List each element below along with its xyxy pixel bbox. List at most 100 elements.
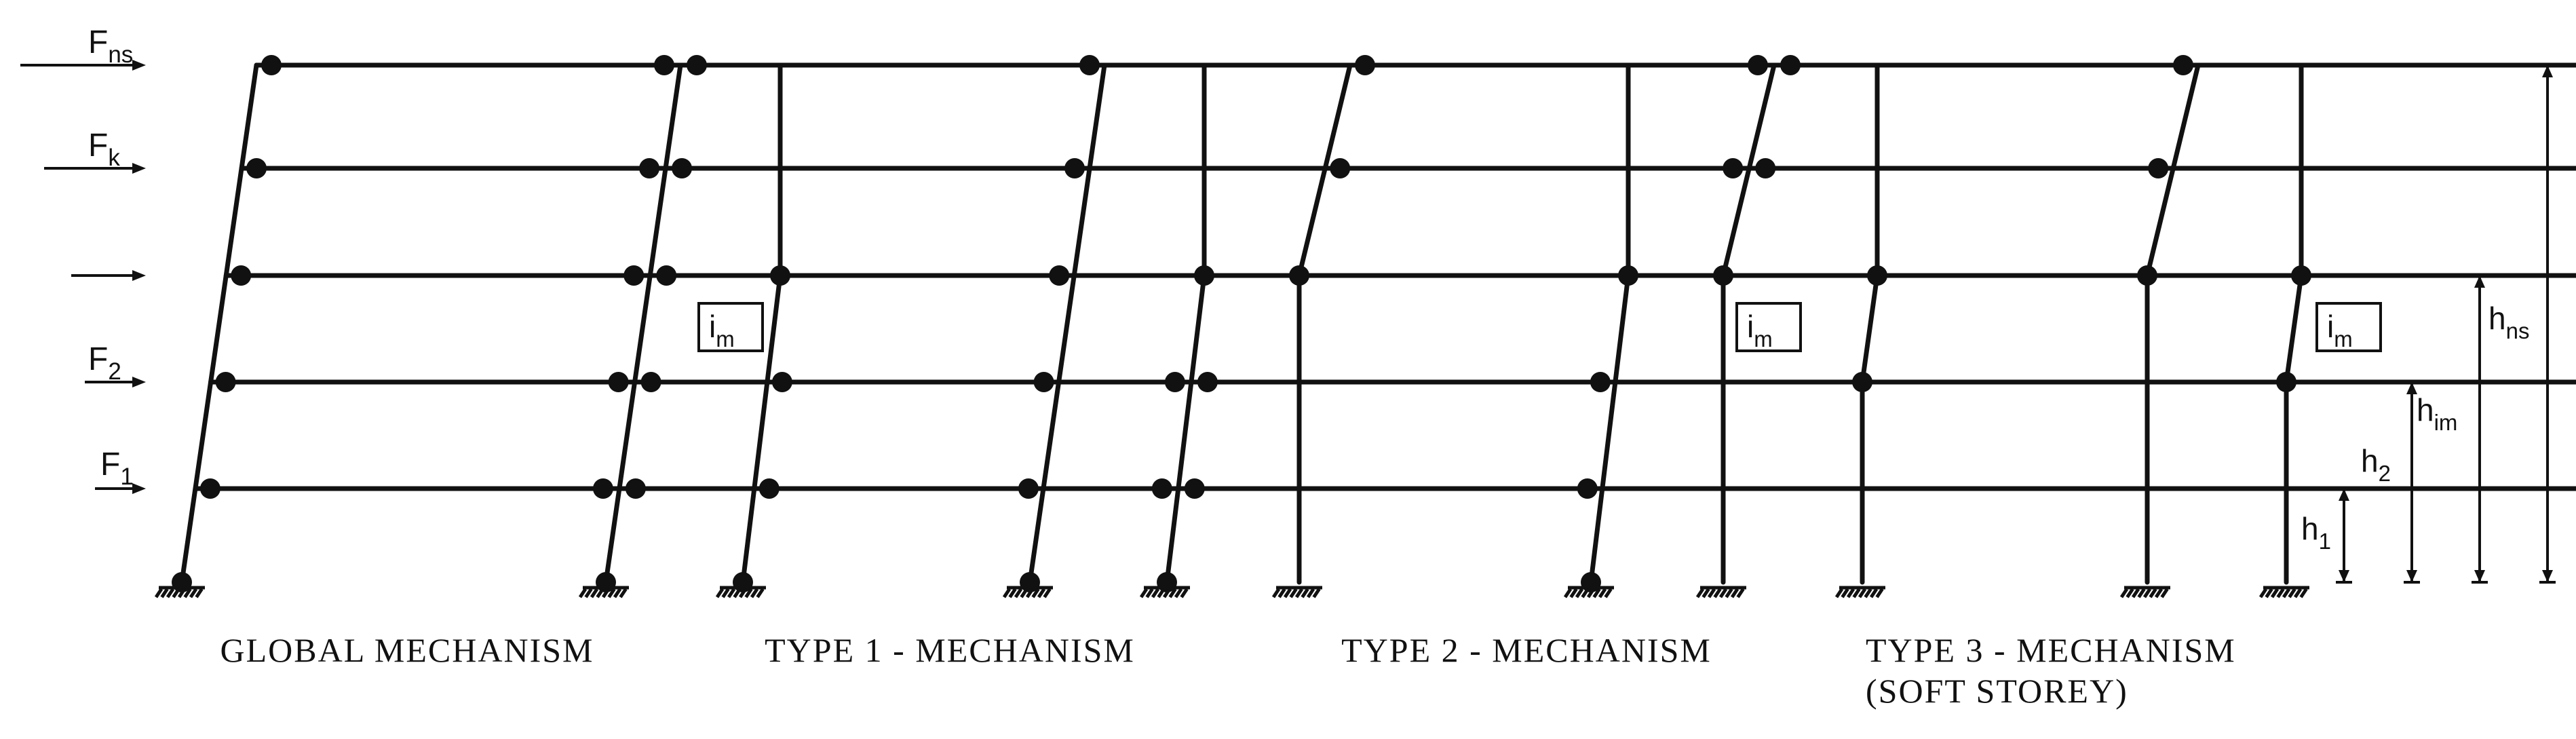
support-hatch bbox=[1180, 588, 1189, 599]
support-hatch bbox=[1043, 588, 1052, 599]
force-arrow-head bbox=[132, 483, 146, 494]
plastic-hinge bbox=[640, 372, 661, 392]
im-box bbox=[1735, 302, 1802, 352]
plastic-hinge bbox=[2276, 372, 2296, 392]
plastic-hinge bbox=[199, 478, 220, 499]
plastic-hinge bbox=[770, 265, 790, 286]
height-label-hns-sub: ns bbox=[2506, 318, 2530, 343]
support-hatch bbox=[1002, 588, 1012, 599]
support-hatch bbox=[1834, 588, 1844, 599]
support-hatch bbox=[1289, 588, 1298, 599]
support-hatch bbox=[1301, 588, 1309, 599]
support-hatch bbox=[619, 588, 628, 599]
support-hatch bbox=[2131, 588, 2140, 599]
plastic-hinge bbox=[1355, 55, 1375, 75]
support-hatch bbox=[1162, 588, 1172, 599]
support-hatch bbox=[756, 588, 765, 599]
column bbox=[179, 62, 259, 585]
plastic-hinge bbox=[656, 265, 677, 286]
height-label-hns-main: h bbox=[2488, 301, 2506, 336]
panel-type1 bbox=[715, 62, 1638, 599]
panel-caption-type3: (SOFT STOREY) bbox=[1866, 672, 2128, 710]
force-label-f2: F2 bbox=[88, 341, 121, 385]
plastic-hinge bbox=[215, 372, 236, 392]
fixed-support bbox=[2119, 586, 2170, 599]
height-label-h1-main: h bbox=[2301, 511, 2319, 546]
panel-caption-type3: TYPE 3 - MECHANISM bbox=[1866, 631, 2236, 669]
lateral-forces bbox=[20, 60, 146, 494]
support-hatch bbox=[727, 588, 736, 599]
support-hatch bbox=[1151, 588, 1160, 599]
support-hatch bbox=[1174, 588, 1183, 599]
support-hatch bbox=[1581, 588, 1590, 599]
panel-type3 bbox=[1834, 62, 2576, 599]
column bbox=[1860, 273, 1880, 385]
support-hatch bbox=[613, 588, 622, 599]
plastic-hinge bbox=[1151, 478, 1172, 499]
dim-arrow-top bbox=[2542, 65, 2553, 77]
support-hatch bbox=[1846, 588, 1856, 599]
panel-caption-type2: TYPE 2 - MECHANISM bbox=[1341, 631, 1712, 669]
height-label-hns: hns bbox=[2488, 301, 2529, 343]
support-hatch bbox=[2142, 588, 2152, 599]
support-hatch bbox=[195, 588, 204, 599]
dim-arrow-top bbox=[2474, 276, 2485, 288]
panel-global bbox=[154, 55, 1107, 599]
support-hatch bbox=[2282, 588, 2291, 599]
force-label-fk: Fk bbox=[88, 128, 120, 171]
support-hatch bbox=[1841, 588, 1849, 599]
plastic-hinge bbox=[1289, 265, 1309, 286]
plastic-hinge bbox=[1164, 372, 1185, 392]
dim-arrow-top bbox=[2339, 489, 2349, 501]
im-label-main: i bbox=[2327, 309, 2334, 344]
height-dimensions bbox=[2336, 64, 2556, 584]
support-hatch bbox=[1718, 588, 1728, 599]
dim-arrow-bottom bbox=[2474, 570, 2485, 582]
im-label: im bbox=[709, 309, 735, 352]
panel-caption-global: GLOBAL MECHANISM bbox=[220, 631, 594, 669]
column bbox=[1588, 273, 1631, 585]
force-label-fk-sub: k bbox=[108, 145, 120, 171]
support-hatch bbox=[1592, 588, 1601, 599]
plastic-hinge bbox=[1867, 265, 1887, 286]
im-label-sub: m bbox=[1754, 326, 1773, 352]
fixed-support bbox=[1002, 586, 1053, 599]
plastic-hinge bbox=[639, 158, 660, 178]
im-tag-type2: im bbox=[1735, 302, 1802, 352]
plastic-hinge bbox=[1748, 55, 1768, 75]
support-hatch bbox=[189, 588, 198, 599]
dim-hns bbox=[2539, 64, 2556, 584]
fixed-support bbox=[1834, 586, 1885, 599]
height-label-h1: h1 bbox=[2301, 511, 2331, 554]
plastic-hinge bbox=[654, 55, 674, 75]
support-hatch bbox=[183, 588, 192, 599]
support-hatch bbox=[1139, 588, 1149, 599]
support-hatch bbox=[601, 588, 611, 599]
support-hatch bbox=[160, 588, 169, 599]
support-hatch bbox=[1604, 588, 1613, 599]
support-hatch bbox=[177, 588, 187, 599]
fixed-support bbox=[1695, 586, 1746, 599]
support-hatch bbox=[1031, 588, 1040, 599]
support-hatch bbox=[1864, 588, 1872, 599]
support-hatch bbox=[1858, 588, 1867, 599]
support-hatch bbox=[2270, 588, 2280, 599]
plastic-hinge bbox=[1780, 55, 1801, 75]
fixed-support bbox=[1139, 586, 1190, 599]
plastic-hinge bbox=[2291, 265, 2311, 286]
support-hatch bbox=[733, 588, 742, 599]
dim-arrow-bottom bbox=[2542, 570, 2553, 582]
force-label-f2-main: F bbox=[88, 341, 108, 377]
support-hatch bbox=[721, 588, 730, 599]
force-label-f1: F1 bbox=[100, 447, 134, 490]
support-hatch bbox=[2160, 588, 2169, 599]
plastic-hinge bbox=[231, 265, 252, 286]
support-hatch bbox=[2293, 588, 2303, 599]
support-hatch bbox=[1598, 588, 1607, 599]
plastic-hinge bbox=[1330, 158, 1351, 178]
support-hatch bbox=[1707, 588, 1716, 599]
im-label: im bbox=[1747, 309, 1773, 352]
column bbox=[603, 62, 683, 585]
